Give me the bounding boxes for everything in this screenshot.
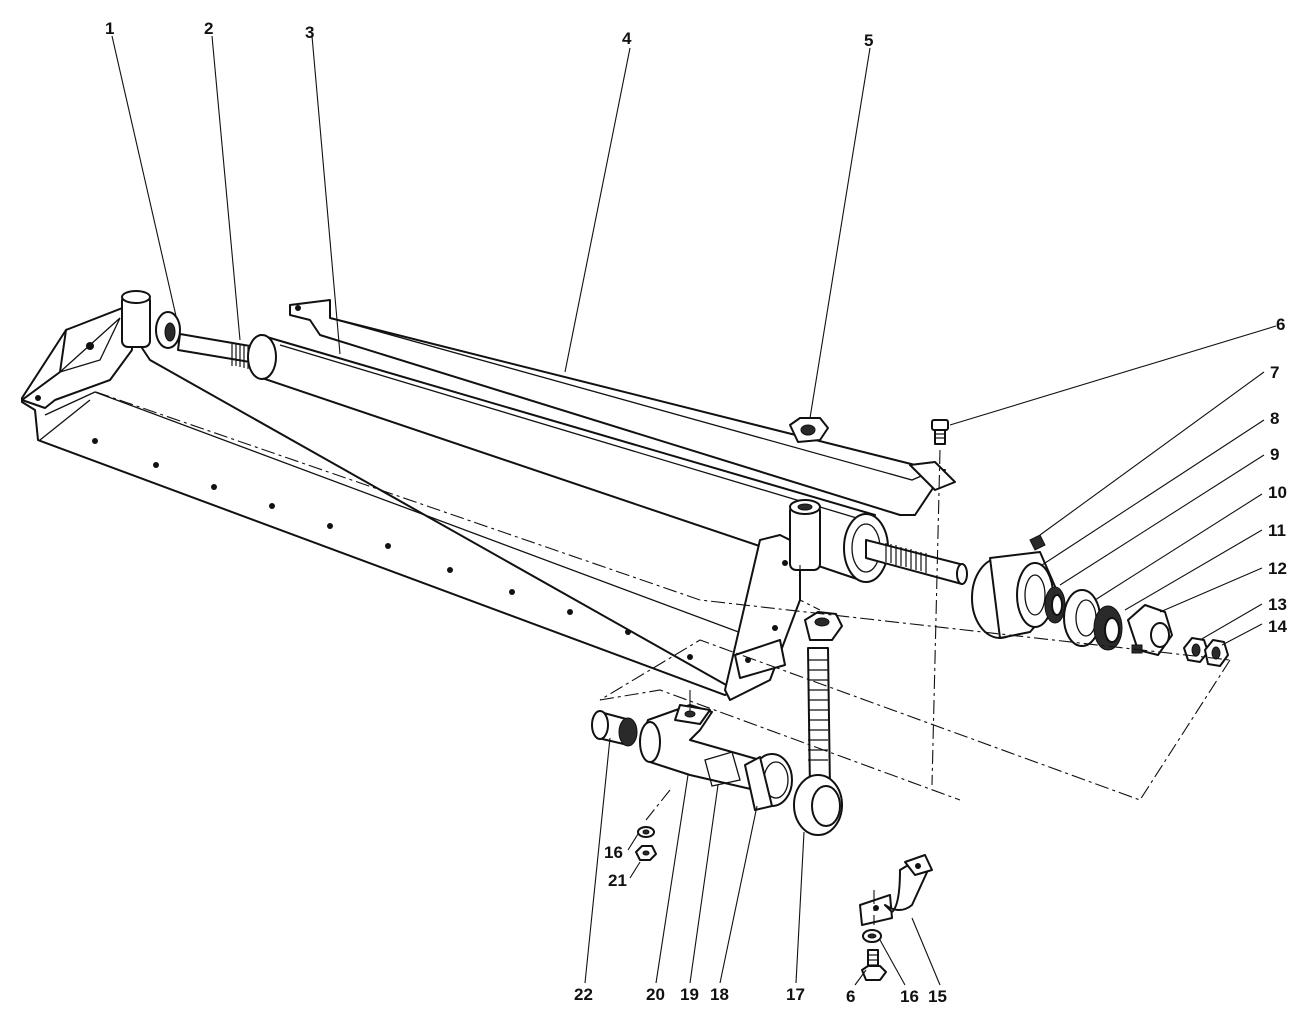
callout-11: 11 — [1268, 521, 1286, 540]
assembly-centerlines — [95, 391, 1231, 925]
callout-6-bottom: 6 — [846, 987, 855, 1006]
washer-part-16-right — [862, 929, 882, 943]
callout-13: 13 — [1268, 595, 1287, 614]
bolt-part-6-bottom — [861, 949, 887, 981]
callout-10: 10 — [1268, 483, 1287, 502]
callout-7: 7 — [1270, 363, 1279, 382]
callout-14: 14 — [1268, 617, 1287, 636]
callout-8: 8 — [1270, 409, 1279, 428]
pivot-assembly — [591, 704, 793, 811]
washer-and-nut-left — [635, 826, 657, 861]
callout-16-bottom: 16 — [900, 987, 919, 1006]
callout-5: 5 — [864, 31, 873, 50]
callout-21: 21 — [608, 871, 627, 890]
callout-4: 4 — [622, 29, 632, 48]
nut-lower — [804, 611, 843, 641]
right-side-bracket — [724, 499, 821, 701]
callout-6-top: 6 — [1276, 315, 1285, 334]
callout-20: 20 — [646, 985, 665, 1004]
callout-16-left: 16 — [604, 843, 623, 862]
bearing-stack — [971, 534, 1229, 667]
bedknife-frame — [21, 290, 761, 696]
leader-lines — [111, 35, 1277, 986]
bolt-part-6-top — [931, 419, 949, 445]
eye-bolt-part-17 — [793, 647, 843, 836]
callout-17: 17 — [786, 985, 805, 1004]
callout-19: 19 — [680, 985, 699, 1004]
angle-bar — [289, 299, 956, 516]
nut-part-5 — [789, 417, 829, 443]
callout-9: 9 — [1270, 445, 1279, 464]
callout-labels: 1 2 3 4 5 6 7 8 9 10 11 12 13 14 22 20 1… — [105, 19, 1287, 1006]
clamp-part-15 — [859, 854, 933, 926]
callout-18: 18 — [710, 985, 729, 1004]
roller-assembly — [177, 333, 968, 585]
callout-15: 15 — [928, 987, 947, 1006]
callout-1: 1 — [105, 19, 114, 38]
callout-2: 2 — [204, 19, 213, 38]
callout-22: 22 — [574, 985, 593, 1004]
callout-3: 3 — [305, 23, 314, 42]
callout-12: 12 — [1268, 559, 1287, 578]
